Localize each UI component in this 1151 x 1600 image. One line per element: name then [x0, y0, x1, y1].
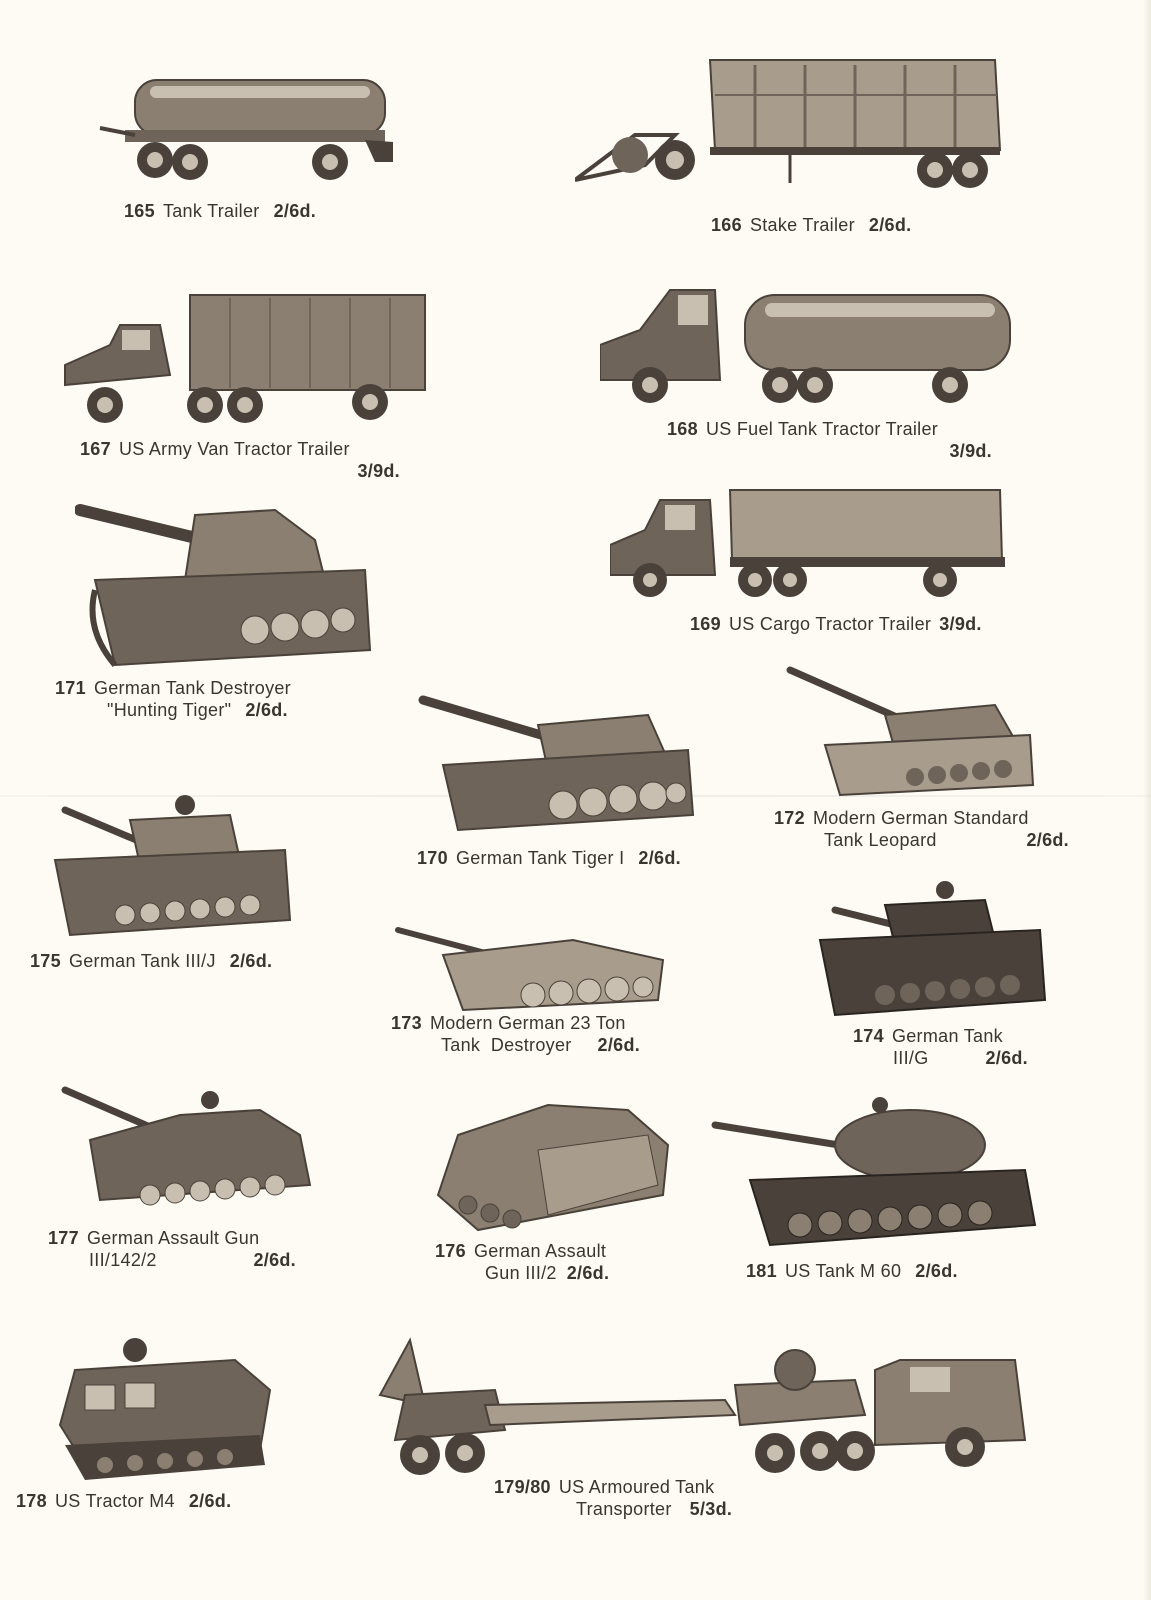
item-name: US Army Van Tractor Trailer [118, 439, 350, 459]
cargo-tractor-trailer-icon [610, 485, 1010, 605]
item-price: 2/6d. [915, 1261, 958, 1281]
item-number: 176 [435, 1241, 466, 1261]
item-number: 173 [391, 1013, 422, 1033]
item-name: German Tank [891, 1026, 1003, 1046]
item-number: 179/80 [494, 1477, 551, 1497]
item-price: 2/6d. [1026, 830, 1069, 850]
item-name-line2: Tank Leopard [824, 830, 937, 850]
tank-iii-j-icon [50, 790, 295, 940]
item-name-line2: III/G [893, 1048, 929, 1068]
item-price: 2/6d. [245, 700, 288, 720]
item-number: 178 [16, 1491, 47, 1511]
tiger-tank-icon [418, 690, 703, 835]
item-name: US Tank M 60 [784, 1261, 902, 1281]
item-number: 175 [30, 951, 61, 971]
item-name: German Assault [473, 1241, 607, 1261]
paper-edge-shadow [1143, 0, 1151, 1600]
item-name: Modern German 23 Ton [429, 1013, 626, 1033]
item-number: 177 [48, 1228, 79, 1248]
fuel-tank-tractor-trailer-icon [600, 285, 1015, 410]
stake-trailer-icon [575, 55, 1010, 190]
tank-iii-g-icon [815, 880, 1050, 1020]
item-price: 3/9d. [939, 614, 982, 634]
item-price: 2/6d. [229, 951, 273, 971]
item-number: 166 [711, 215, 742, 235]
item-number: 169 [690, 614, 721, 634]
item-name-line2: Gun III/2 [485, 1263, 557, 1283]
item-name-line2: Transporter [576, 1499, 672, 1519]
item-number: 168 [667, 419, 698, 439]
item-number: 165 [124, 201, 155, 221]
item-price: 2/6d. [253, 1250, 296, 1270]
item-name: US Tractor M4 [54, 1491, 175, 1511]
item-name: US Fuel Tank Tractor Trailer [705, 419, 939, 439]
item-price: 2/6d. [566, 1263, 610, 1283]
leopard-tank-icon [785, 665, 1040, 800]
item-name: Stake Trailer [749, 215, 855, 235]
item-name-line2: "Hunting Tiger" [107, 700, 232, 720]
item-name: German Tank III/J [68, 951, 216, 971]
tank-destroyer-23-ton-icon [393, 920, 673, 1012]
item-name: US Armoured Tank [558, 1477, 715, 1497]
item-price: 2/6d. [638, 848, 681, 868]
hunting-tiger-icon [75, 500, 380, 670]
m60-tank-icon [710, 1095, 1040, 1250]
item-name: Modern German Standard [812, 808, 1029, 828]
item-name: Tank Trailer [162, 201, 260, 221]
item-name: US Cargo Tractor Trailer [728, 614, 932, 634]
item-price: 5/3d. [689, 1499, 733, 1519]
item-number: 174 [853, 1026, 884, 1046]
item-price: 3/9d. [357, 461, 400, 481]
assault-gun-142-icon [60, 1085, 325, 1220]
item-name: German Tank Tiger I [455, 848, 625, 868]
item-number: 171 [55, 678, 86, 698]
item-number: 172 [774, 808, 805, 828]
item-name: German Assault Gun [86, 1228, 260, 1248]
m4-tractor-icon [55, 1335, 280, 1480]
van-tractor-trailer-icon [60, 290, 430, 430]
item-price: 3/9d. [949, 441, 992, 461]
item-name-line2: Tank Destroyer [441, 1035, 572, 1055]
item-price: 2/6d. [597, 1035, 641, 1055]
item-number: 181 [746, 1261, 777, 1281]
item-price: 2/6d. [985, 1048, 1028, 1068]
item-price: 2/6d. [868, 215, 912, 235]
item-price: 2/6d. [273, 201, 317, 221]
item-name-line2: III/142/2 [89, 1250, 157, 1270]
tank-transporter-icon [375, 1335, 1035, 1485]
item-name: German Tank Destroyer [93, 678, 291, 698]
item-number: 167 [80, 439, 111, 459]
item-price: 2/6d. [188, 1491, 232, 1511]
assault-gun-iii-2-icon [428, 1095, 678, 1235]
item-number: 170 [417, 848, 448, 868]
tank-trailer-icon [95, 70, 400, 185]
